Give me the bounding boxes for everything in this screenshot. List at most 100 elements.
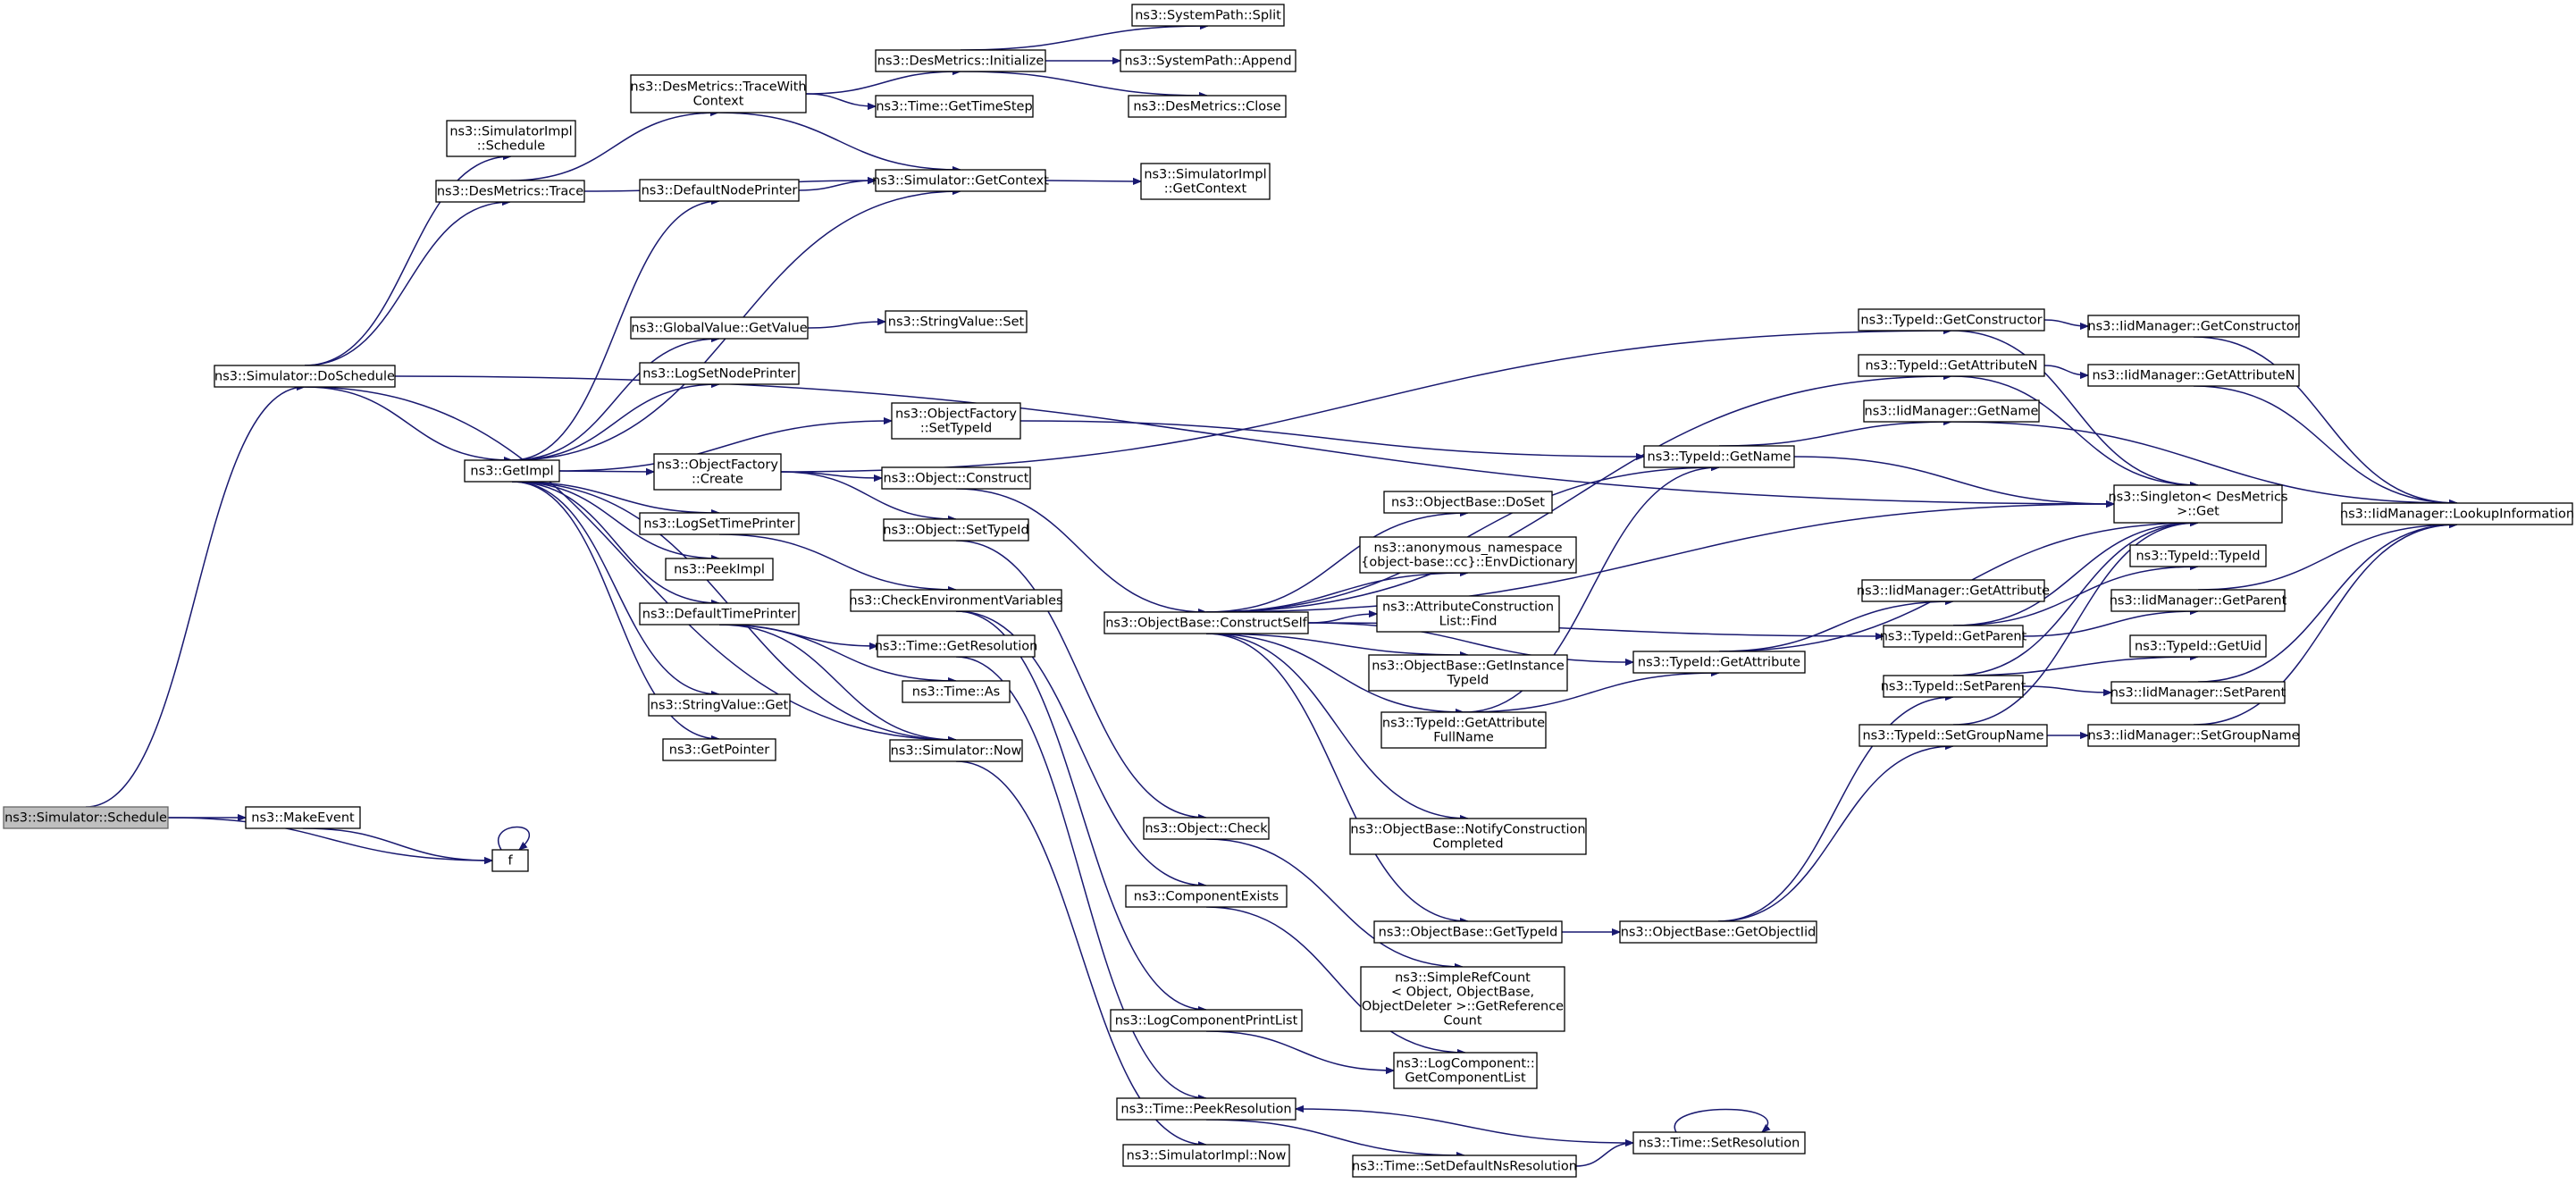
function-node-desmetrics_init[interactable]: ns3::DesMetrics::Initialize	[875, 49, 1046, 72]
edge-path	[718, 624, 877, 646]
node-box	[665, 558, 774, 581]
function-node-logcomponent_getcomponentlist[interactable]: ns3::LogComponent::GetComponentList	[1393, 1052, 1538, 1089]
function-node-typeid_setgroupname[interactable]: ns3::TypeId::SetGroupName	[1859, 724, 2048, 747]
node-box	[2129, 544, 2267, 567]
edge-path	[2193, 525, 2457, 726]
function-node-iidmanager_getattributen[interactable]: ns3::IidManager::GetAttributeN	[2087, 364, 2300, 387]
function-node-desmetrics_trace[interactable]: ns3::DesMetrics::Trace	[435, 180, 585, 203]
function-node-object_check[interactable]: ns3::Object::Check	[1143, 817, 1270, 840]
edge-path	[955, 760, 1206, 1145]
edge-path	[1205, 633, 1468, 655]
edge-path	[955, 610, 1206, 1010]
function-node-iidmanager_getconstructor[interactable]: ns3::IidManager::GetConstructor	[2087, 315, 2300, 338]
edge-path	[805, 93, 876, 106]
function-node-globalvalue_getvalue[interactable]: ns3::GlobalValue::GetValue	[630, 316, 809, 340]
function-node-typeid_getattributen[interactable]: ns3::TypeId::GetAttributeN	[1858, 354, 2045, 377]
edge-path	[1205, 1119, 1464, 1155]
call-edge-objectbase_constructself-to-typeid_getattribute	[1307, 622, 1633, 662]
function-node-stringvalue_set[interactable]: ns3::StringValue::Set	[885, 310, 1028, 333]
node-box	[877, 634, 1036, 658]
call-edge-typeid_getattributen-to-iidmanager_getattributen	[2043, 365, 2088, 375]
function-node-objectfactory_create[interactable]: ns3::ObjectFactory::Create	[653, 453, 782, 491]
function-node-schedule[interactable]: ns3::Simulator::Schedule	[3, 806, 169, 829]
edge-path	[394, 375, 2114, 504]
function-node-getimpl[interactable]: ns3::GetImpl	[464, 459, 560, 483]
function-node-typeid_setparent[interactable]: ns3::TypeId::SetParent	[1881, 675, 2026, 698]
function-node-f[interactable]: f	[491, 849, 529, 872]
function-node-typeid_typeid[interactable]: ns3::TypeId::TypeId	[2129, 544, 2267, 567]
function-node-anon_envdictionary[interactable]: ns3::anonymous_namespace{object-base::cc…	[1359, 536, 1577, 574]
call-edge-iidmanager_setparent-to-iidmanager_lookupinformation	[2197, 525, 2457, 683]
function-node-objectbase_notifyconstructioncompleted[interactable]: ns3::ObjectBase::NotifyConstructionCompl…	[1349, 818, 1587, 855]
function-node-stringvalue_get[interactable]: ns3::StringValue::Get	[648, 693, 791, 717]
function-node-simplerefcount_getreferencecount[interactable]: ns3::SimpleRefCount< Object, ObjectBase,…	[1360, 966, 1565, 1032]
function-node-simulator_now[interactable]: ns3::Simulator::Now	[889, 739, 1023, 762]
edge-path	[1205, 633, 1468, 921]
function-node-singleton_get[interactable]: ns3::Singleton< DesMetrics >::Get	[2108, 484, 2288, 524]
function-node-time_getresolution[interactable]: ns3::Time::GetResolution	[875, 634, 1038, 658]
function-node-getcontext[interactable]: ns3::Simulator::GetContext	[872, 169, 1049, 192]
function-node-systempath_append[interactable]: ns3::SystemPath::Append	[1120, 49, 1296, 72]
function-node-objectbase_doset[interactable]: ns3::ObjectBase::DoSet	[1383, 491, 1553, 514]
edge-path	[2193, 385, 2457, 503]
edge-path	[780, 471, 956, 519]
edge-path	[304, 386, 512, 460]
call-edge-getimpl-to-logsettimeprinter	[511, 481, 719, 513]
function-node-typeid_getconstructor[interactable]: ns3::TypeId::GetConstructor	[1858, 308, 2045, 332]
function-node-simimpl_getcontext[interactable]: ns3::SimulatorImpl::GetContext	[1140, 163, 1271, 200]
function-node-typeid_getparent[interactable]: ns3::TypeId::GetParent	[1880, 625, 2027, 648]
function-node-iidmanager_lookupinformation[interactable]: ns3::IidManager::LookupInformation	[2340, 502, 2574, 525]
function-node-iidmanager_getname[interactable]: ns3::IidManager::GetName	[1863, 399, 2040, 423]
edge-path	[960, 71, 1207, 96]
function-node-typeid_getuid[interactable]: ns3::TypeId::GetUid	[2129, 634, 2267, 658]
function-node-defaulttimeprinter[interactable]: ns3::DefaultTimePrinter	[639, 602, 800, 626]
function-node-time_peekresolution[interactable]: ns3::Time::PeekResolution	[1116, 1097, 1296, 1121]
function-node-time_gettimestep[interactable]: ns3::Time::GetTimeStep	[875, 95, 1034, 118]
function-node-desmetrics_close[interactable]: ns3::DesMetrics::Close	[1128, 95, 1287, 118]
function-node-objectbase_getobjectiid[interactable]: ns3::ObjectBase::GetObjectIid	[1619, 920, 1817, 944]
function-node-simimpl_now[interactable]: ns3::SimulatorImpl::Now	[1122, 1144, 1290, 1167]
node-label: ns3::GetImpl	[470, 465, 553, 479]
function-node-iidmanager_setparent[interactable]: ns3::IidManager::SetParent	[2110, 681, 2287, 704]
function-node-iidmanager_getattribute[interactable]: ns3::IidManager::GetAttribute	[1857, 579, 2050, 602]
node-label: ns3::DefaultNodePrinter	[642, 184, 798, 198]
function-node-object_construct[interactable]: ns3::Object::Construct	[881, 466, 1031, 490]
function-node-time_as[interactable]: ns3::Time::As	[902, 680, 1011, 703]
function-node-componentexists[interactable]: ns3::ComponentExists	[1125, 885, 1288, 908]
function-node-time_setresolution[interactable]: ns3::Time::SetResolution	[1632, 1131, 1806, 1155]
node-label: Completed	[1432, 837, 1503, 852]
function-node-typeid_getattribute[interactable]: ns3::TypeId::GetAttribute	[1632, 651, 1806, 674]
node-box	[1128, 95, 1287, 118]
edge-path	[718, 624, 956, 740]
function-node-getpointer[interactable]: ns3::GetPointer	[662, 738, 776, 761]
call-edge-getimpl-to-objectfactory_create	[558, 471, 654, 472]
function-node-checkenvvars[interactable]: ns3::CheckEnvironmentVariables	[849, 589, 1063, 612]
function-node-objectbase_constructself[interactable]: ns3::ObjectBase::ConstructSelf	[1103, 611, 1309, 634]
function-node-logcomponentprintlist[interactable]: ns3::LogComponentPrintList	[1110, 1009, 1303, 1032]
function-node-typeid_getname[interactable]: ns3::TypeId::GetName	[1643, 445, 1795, 468]
function-node-objectfactory_settypeid[interactable]: ns3::ObjectFactory::SetTypeId	[891, 402, 1021, 440]
function-node-makeevent[interactable]: ns3::MakeEvent	[245, 806, 361, 829]
call-edge-objectfactory_settypeid-to-typeid_getname	[1019, 420, 1644, 457]
function-node-time_setdefaultnsresolution[interactable]: ns3::Time::SetDefaultNsResolution	[1352, 1155, 1577, 1178]
node-label: ns3::ObjectBase::ConstructSelf	[1105, 617, 1307, 631]
function-node-systempath_split[interactable]: ns3::SystemPath::Split	[1131, 4, 1285, 27]
function-node-simimpl_schedule[interactable]: ns3::SimulatorImpl::Schedule	[446, 120, 576, 157]
node-label: ns3::SimulatorImpl	[449, 125, 572, 139]
node-label: ns3::IidManager::GetName	[1865, 405, 2039, 419]
function-node-logsetnodeprinter[interactable]: ns3::LogSetNodePrinter	[639, 362, 800, 385]
function-node-iidmanager_setgroupname[interactable]: ns3::IidManager::SetGroupName	[2087, 724, 2300, 747]
function-node-doschedule[interactable]: ns3::Simulator::DoSchedule	[214, 365, 396, 388]
function-node-peekimpl[interactable]: ns3::PeekImpl	[665, 558, 774, 581]
function-node-defaultnodeprinter[interactable]: ns3::DefaultNodePrinter	[639, 179, 800, 202]
function-node-iidmanager_getparent[interactable]: ns3::IidManager::GetParent	[2110, 589, 2287, 612]
call-edge-getimpl-to-stringvalue_get	[511, 481, 719, 694]
function-node-objectbase_gettypeid[interactable]: ns3::ObjectBase::GetTypeId	[1373, 920, 1563, 944]
function-node-object_settypeid[interactable]: ns3::Object::SetTypeId	[883, 518, 1029, 542]
function-node-logsettimeprinter[interactable]: ns3::LogSetTimePrinter	[639, 512, 800, 535]
